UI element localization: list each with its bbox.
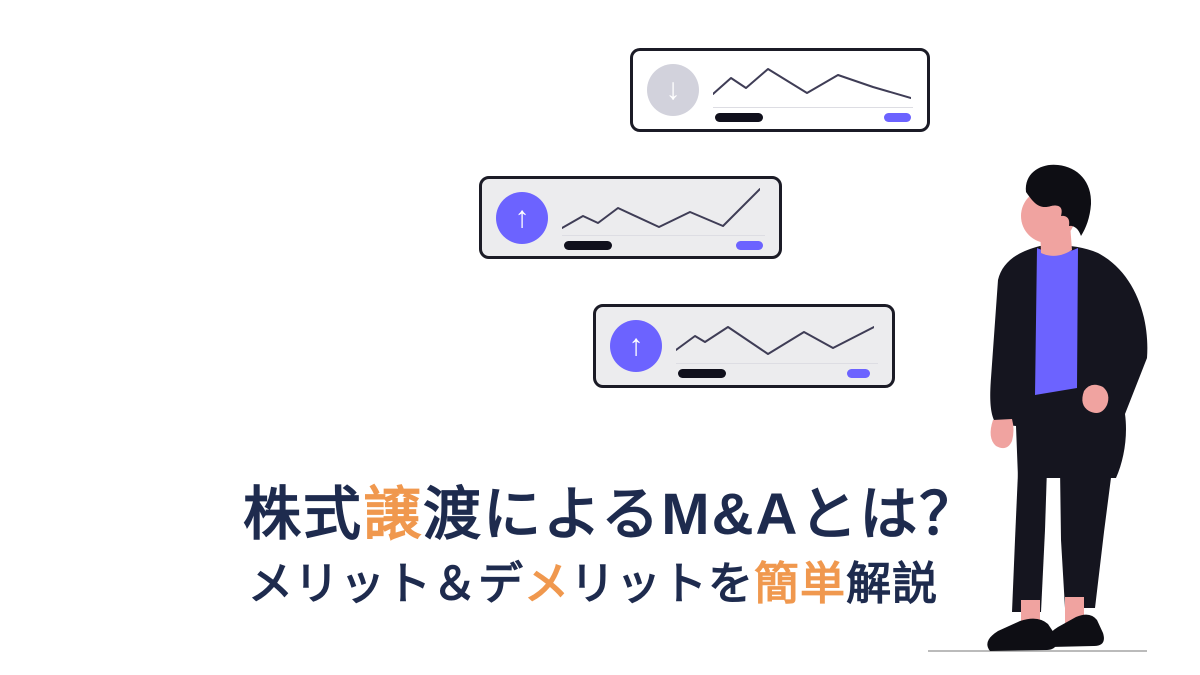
sparkline-fluctuating: [676, 326, 874, 355]
text-placeholder-bar: [678, 369, 726, 378]
arrow-up-icon: ↑: [496, 191, 548, 244]
shoe-left: [987, 618, 1057, 651]
title-segment: 渡によるM&Aとは？: [423, 482, 980, 547]
purple-shirt: [1035, 248, 1078, 395]
shoe-right: [1047, 614, 1104, 647]
title-segment-accent: 譲: [363, 482, 424, 547]
chart-baseline: [676, 363, 878, 364]
sparkline-rising: [562, 188, 760, 229]
stock-card-rising: ↑: [479, 176, 782, 259]
hand-right: [1082, 384, 1109, 413]
hand-left: [990, 419, 1014, 449]
chart-baseline: [713, 107, 913, 108]
subtitle-segment-accent: メ: [524, 557, 571, 609]
text-placeholder-bar: [564, 241, 612, 250]
pants-left-leg: [1012, 468, 1047, 612]
button-placeholder-pill: [847, 369, 870, 378]
sparkline-declining: [713, 68, 911, 99]
button-placeholder-pill: [736, 241, 763, 250]
arrow-up-icon: ↑: [610, 320, 662, 372]
sparkline-fluctuating-path: [676, 326, 874, 355]
page-subtitle: メリット＆デメリットを簡単解説: [248, 559, 979, 609]
chart-baseline: [562, 235, 765, 236]
subtitle-segment: メリット＆デ: [248, 557, 525, 609]
subtitle-segment: リットを: [570, 557, 755, 609]
businessman-illustration: [928, 164, 1148, 652]
stock-card-fluctuating: ↑: [593, 304, 895, 388]
sparkline-declining-path: [713, 68, 911, 99]
button-placeholder-pill: [884, 113, 911, 122]
stock-card-declining: ↓: [630, 48, 930, 132]
text-placeholder-bar: [715, 113, 763, 122]
subtitle-segment: 解説: [846, 557, 939, 609]
headline-block: 株式譲渡によるM&Aとは？ メリット＆デメリットを簡単解説: [243, 482, 980, 609]
subtitle-segment-accent: 簡単: [754, 557, 847, 609]
sparkline-rising-path: [562, 188, 760, 229]
page-title: 株式譲渡によるM&Aとは？: [243, 482, 980, 548]
title-segment: 株式: [243, 482, 364, 547]
hair: [1025, 164, 1092, 236]
arrow-down-icon: ↓: [647, 64, 699, 116]
pants-right-leg: [1060, 468, 1112, 608]
